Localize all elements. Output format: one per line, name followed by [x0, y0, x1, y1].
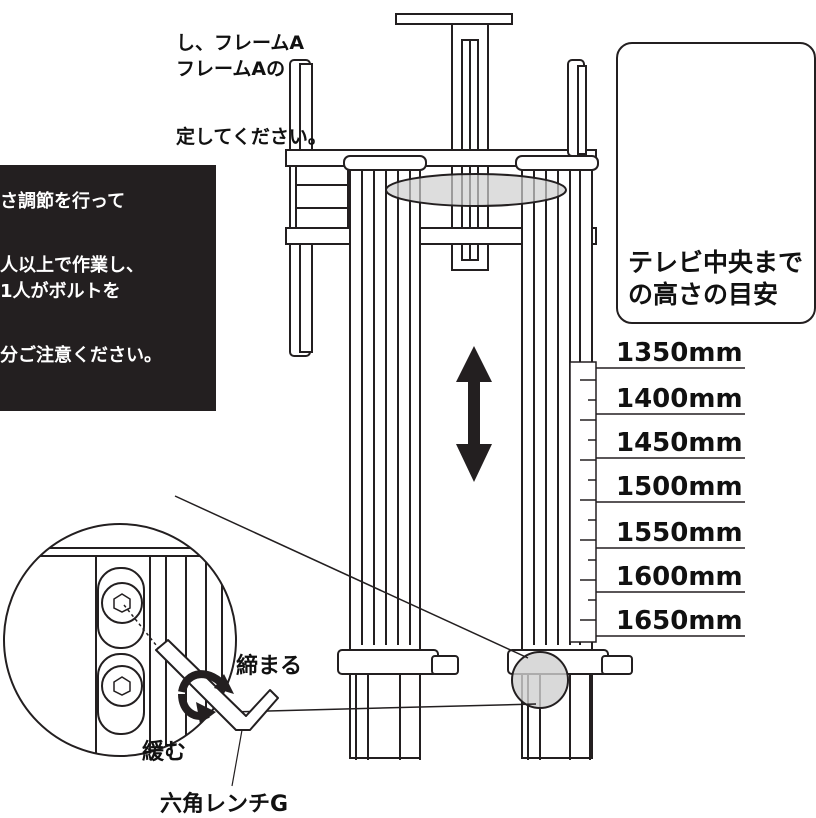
caution-line-2: 人以上で作業し、: [0, 255, 144, 276]
up-down-arrow: [456, 346, 492, 482]
frame-highlight: [385, 173, 567, 207]
height-scale-lines: [596, 367, 745, 637]
caution-box: さ調節を行って 人以上で作業し、 1人がボルトを 分ご注意ください。: [0, 165, 216, 411]
tv-bracket: [285, 59, 597, 357]
height-label-1550: 1550mm: [616, 518, 743, 548]
zoom-connector: [174, 495, 537, 713]
height-label-1450: 1450mm: [616, 428, 743, 458]
height-label-1500: 1500mm: [616, 472, 743, 502]
legend-caption-line-2: の高さの目安: [628, 280, 779, 309]
hex-wrench: [155, 639, 279, 731]
height-legend-box: テレビ中央まで の高さの目安: [616, 42, 816, 324]
bolt-lower: [101, 665, 143, 707]
legend-caption-line-1: テレビ中央まで: [628, 248, 804, 277]
caution-line-4: 分ご注意ください。: [0, 345, 162, 366]
detail-source-circle: [511, 651, 569, 709]
bolt-upper: [101, 582, 143, 624]
loosen-label: 緩む: [142, 740, 187, 765]
tighten-label: 締まる: [236, 654, 303, 679]
instruction-line-3: 定してください。: [176, 126, 327, 148]
instruction-line-2: フレームAの: [176, 58, 286, 80]
wrench-label: 六角レンチG: [160, 792, 289, 817]
height-ruler: [569, 361, 597, 643]
rotation-arrows: [178, 670, 234, 724]
height-label-1600: 1600mm: [616, 562, 743, 592]
detail-zoom-circle: [3, 523, 237, 757]
height-label-1400: 1400mm: [616, 384, 743, 414]
caution-line-1: さ調節を行って: [0, 191, 126, 212]
height-label-1650: 1650mm: [616, 606, 743, 636]
instruction-line-1: し、フレームA: [176, 32, 305, 54]
caution-line-3: 1人がボルトを: [0, 281, 121, 302]
height-label-1350: 1350mm: [616, 338, 743, 368]
legend-caption: テレビ中央まで の高さの目安: [628, 247, 803, 311]
